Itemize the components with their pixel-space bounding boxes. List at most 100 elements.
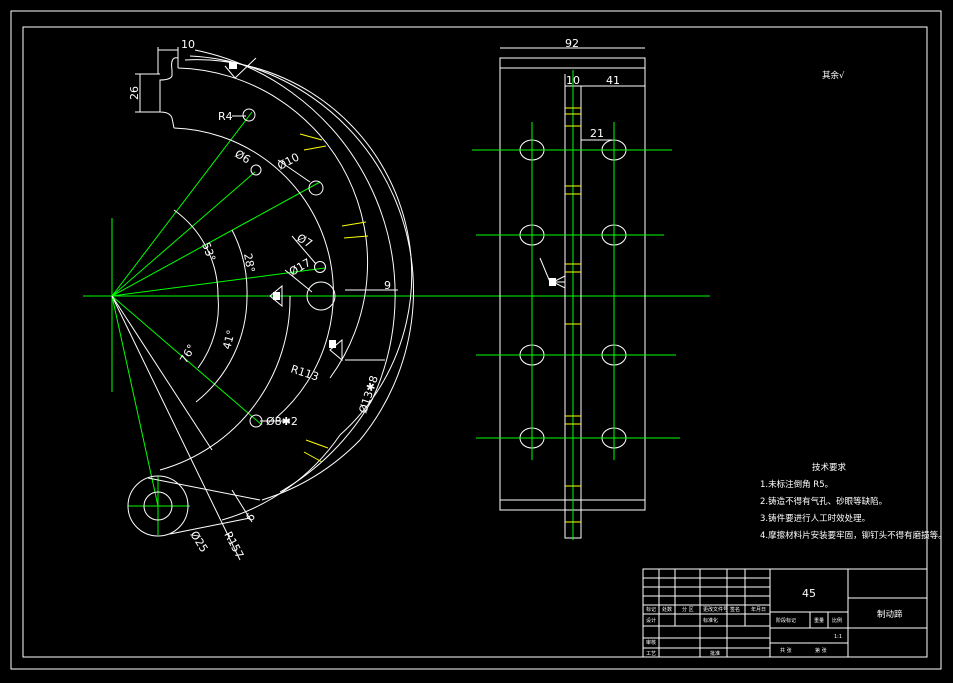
right-center-lines: [472, 70, 680, 540]
roughness-symbol-top: [224, 57, 257, 79]
leader-phi17: [284, 269, 313, 293]
dim-10-right: 10: [566, 74, 580, 87]
top-end-outline: [159, 57, 179, 129]
roughness-symbol-mid: [269, 284, 283, 308]
tb-label-count: 处数: [662, 606, 672, 613]
tb-label-docno: 更改文件号: [703, 606, 728, 613]
rim-arc: [189, 55, 414, 441]
dim-26: 26: [128, 86, 141, 100]
right-rivet-marks: [565, 107, 581, 523]
right-view: [472, 47, 680, 540]
hole-phi6: [250, 164, 262, 176]
hole-phi7: [314, 261, 326, 273]
tech-title: 技术要求: [812, 462, 847, 473]
tech-item-2: 2.铸造不得有气孔、砂眼等缺陷。: [760, 496, 887, 507]
radial-line-phi6: [111, 171, 256, 297]
radial-line-phi25: [111, 295, 159, 507]
hole-r4: [242, 108, 256, 122]
angle-arc-41: [197, 295, 219, 369]
rivet-mark-5: [305, 439, 329, 449]
roughness-mark-right: [549, 278, 556, 286]
dim-21: 21: [590, 127, 604, 140]
arc-r113: [159, 295, 291, 471]
dim-angle-41: 41°: [220, 329, 238, 351]
dim-r4: R4: [218, 110, 233, 123]
surface-note: 其余√: [822, 70, 845, 81]
tb-label-date: 年月日: [751, 606, 766, 613]
web-arc: [173, 127, 334, 419]
tb-label-total: 共 张: [780, 647, 792, 654]
tb-label-scale: 比例: [832, 617, 842, 624]
dim-phi6: Ø6: [233, 147, 253, 166]
boss-tangent-bottom: [169, 517, 251, 535]
tb-material: 45: [802, 587, 816, 600]
radial-line-phi8: [111, 295, 263, 426]
dim-phi7: Ø7: [295, 231, 315, 250]
dim-phi10: Ø10: [275, 151, 301, 173]
angle-arc-28: [231, 229, 248, 297]
title-block-frame: [642, 568, 928, 658]
tech-item-4: 4.摩擦材料片安装要牢固，铆钉头不得有磨损等。: [760, 530, 947, 541]
roughness-mark-mid: [273, 292, 280, 300]
shoe-inner-arc: [177, 67, 369, 379]
roughness-mark-top: [229, 62, 237, 69]
rim-arc-lower: [261, 439, 361, 501]
tb-label-approve: 批准: [710, 650, 720, 657]
dim-r113: R113: [289, 362, 320, 383]
radial-line-phi7: [111, 267, 326, 297]
pivot-boss: [127, 475, 189, 537]
tb-label-review: 审核: [646, 639, 656, 646]
radial-line-r4: [111, 111, 253, 297]
rivet-mark-1: [299, 133, 323, 141]
dim6-line: [231, 489, 253, 523]
dim-phi13x8: Ø13✱8: [356, 374, 380, 415]
dim-41: 41: [606, 74, 620, 87]
pivot-hole: [143, 491, 173, 521]
inner-frame: [22, 26, 928, 658]
dim-r157: R157: [221, 529, 246, 560]
tb-label-process: 工艺: [646, 651, 656, 657]
hole-phi10: [308, 180, 324, 196]
rivet-mark-6: [303, 451, 323, 463]
angle-arc-76: [195, 295, 248, 403]
tb-label-mark: 标记: [646, 606, 656, 613]
dim-angle-76: 76°: [177, 342, 198, 365]
roughness-arrow-right: [551, 275, 566, 289]
leader-phi7: [291, 235, 317, 265]
rivet-mark-3: [341, 221, 367, 227]
dim-phi17: Ø17: [287, 256, 313, 279]
rim-inner-lower: [221, 434, 341, 521]
dim-phi25: Ø25: [187, 529, 210, 555]
central-hole-phi17: [306, 281, 336, 311]
boss-tangent-top: [147, 477, 261, 501]
tb-label-sign: 签名: [730, 606, 740, 613]
title-block: [642, 568, 928, 658]
lining-arc-lower: [279, 399, 373, 493]
lining-arc: [194, 49, 396, 401]
left-view: [83, 47, 710, 561]
tb-label-weight: 重量: [814, 617, 824, 624]
rim-inner-arc: [184, 59, 413, 436]
tb-label-std: 标准化: [703, 617, 718, 624]
left-center-lines: [83, 111, 710, 535]
rivet-mark-2: [303, 145, 327, 151]
tech-item-1: 1.未标注倒角 R5。: [760, 479, 833, 490]
dim-angle-53: 53°: [199, 241, 218, 264]
tb-scale: 1:1: [834, 634, 842, 640]
dim-6: 6: [243, 511, 258, 524]
outer-frame: [10, 10, 942, 670]
radial-line-phi10: [111, 181, 321, 297]
dim-angle-28: 28°: [241, 252, 257, 273]
tech-item-3: 3.铸件要进行人工时效处理。: [760, 513, 870, 524]
tb-part-name: 制动蹄: [877, 609, 903, 620]
roughness-mark-low: [329, 340, 336, 348]
rim-rivet-marks: [299, 133, 369, 463]
radial-76: [111, 295, 213, 451]
tb-label-sheet: 第 张: [815, 647, 827, 654]
dim-92: 92: [565, 37, 579, 50]
dim-phi8x2: Ø8✱2: [266, 415, 298, 428]
dim-9: 9: [384, 279, 391, 292]
dim-10-top: 10: [181, 38, 195, 51]
tb-label-zone: 分 区: [682, 606, 694, 613]
